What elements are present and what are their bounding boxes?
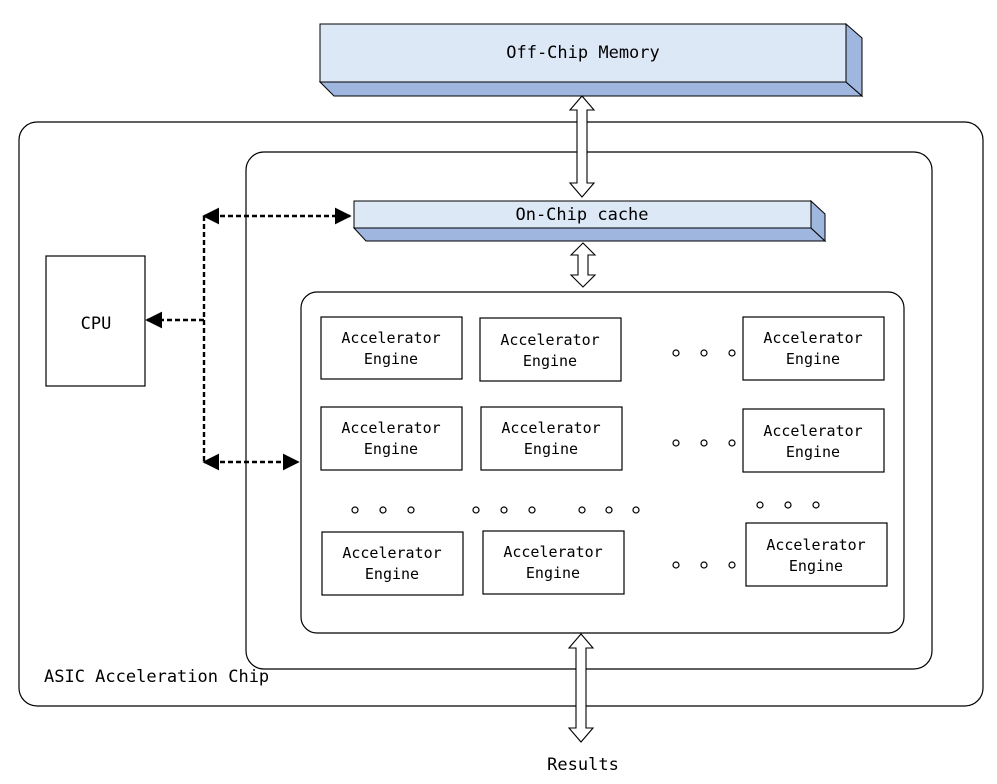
engine-label-line2: Engine: [526, 564, 580, 582]
engine-label-line1: Accelerator: [341, 419, 440, 437]
engine-label-line1: Accelerator: [501, 419, 600, 437]
engine-label-line1: Accelerator: [500, 331, 599, 349]
off-chip-memory-label: Off-Chip Memory: [506, 43, 660, 63]
engine-label-line2: Engine: [364, 440, 418, 458]
engine-9: Accelerator Engine: [745, 522, 888, 587]
engine-3: Accelerator Engine: [742, 316, 885, 381]
memory-cache-arrow: [568, 95, 596, 198]
results-arrow: [567, 633, 595, 743]
asic-chip-boundary: [18, 121, 984, 707]
cpu-bus-connections: [145, 207, 352, 471]
engine-label-line2: Engine: [786, 443, 840, 461]
engine-label-line2: Engine: [524, 440, 578, 458]
chip-label: ASIC Acceleration Chip: [44, 667, 269, 687]
engine-label-line1: Accelerator: [341, 329, 440, 347]
engine-label-line1: Accelerator: [763, 422, 862, 440]
engine-6: Accelerator Engine: [742, 408, 885, 473]
engine-label-line1: Accelerator: [503, 543, 602, 561]
on-chip-cache-label: On-Chip cache: [515, 205, 648, 225]
engine-label-line1: Accelerator: [763, 329, 862, 347]
engine-label-line2: Engine: [523, 352, 577, 370]
results-label: Results: [547, 755, 619, 775]
engine-4: Accelerator Engine: [320, 406, 463, 471]
engine-label-line2: Engine: [365, 565, 419, 583]
cache-engine-arrow: [569, 242, 597, 288]
engine-1: Accelerator Engine: [320, 316, 463, 380]
off-chip-memory-block: Off-Chip Memory: [318, 22, 864, 98]
engine-label-line2: Engine: [786, 350, 840, 368]
cpu-label: CPU: [81, 314, 112, 334]
engine-7: Accelerator Engine: [321, 531, 464, 596]
engine-2: Accelerator Engine: [479, 317, 622, 382]
engine-label-line2: Engine: [364, 350, 418, 368]
engine-array-boundary: [300, 291, 905, 634]
ellipsis-dots: [351, 349, 820, 569]
engine-label-line2: Engine: [789, 557, 843, 575]
engine-label-line1: Accelerator: [342, 544, 441, 562]
engine-8: Accelerator Engine: [482, 530, 625, 595]
accelerator-region: [245, 151, 933, 670]
engine-label-line1: Accelerator: [766, 536, 865, 554]
cpu-block: [45, 255, 146, 387]
on-chip-cache-block: On-Chip cache: [352, 199, 827, 243]
engine-5: Accelerator Engine: [480, 406, 623, 471]
